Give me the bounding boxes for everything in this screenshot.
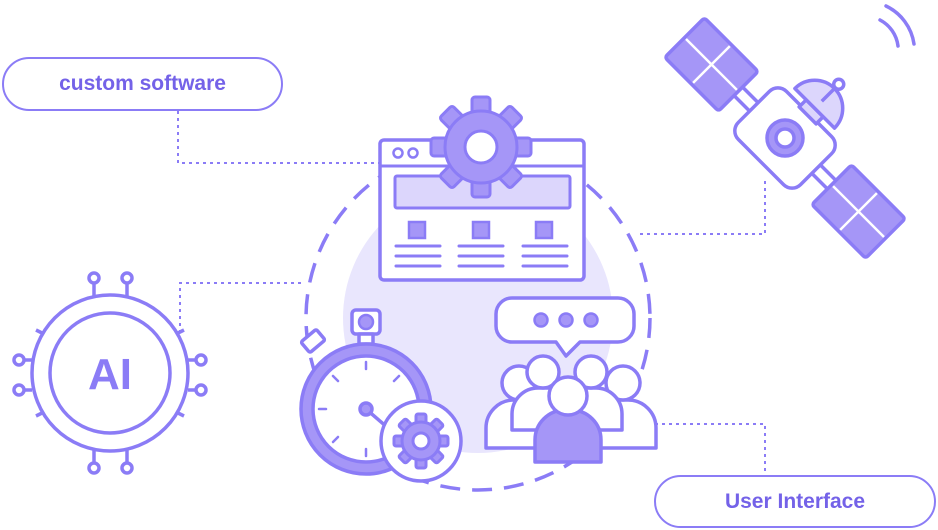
signal-waves [878, 4, 916, 48]
stopwatch-gear-icon [299, 308, 463, 483]
user-interface-label: User Interface [654, 475, 936, 528]
ai-label: AI [88, 350, 132, 399]
user-group-chat-icon [484, 296, 658, 464]
custom-software-label: custom software [2, 57, 283, 111]
browser-window-gear-icon [378, 95, 586, 282]
connector-ai [179, 282, 305, 333]
gear-icon [429, 95, 533, 199]
connector-user-interface [648, 423, 766, 474]
ai-chip-icon [12, 271, 208, 475]
connector-lines [177, 111, 766, 474]
custom-software-text: custom software [59, 72, 226, 95]
connector-custom-software [177, 111, 380, 164]
user-interface-text: User Interface [724, 489, 866, 513]
satellite-icon [664, 17, 906, 259]
connector-satellite [640, 178, 766, 235]
